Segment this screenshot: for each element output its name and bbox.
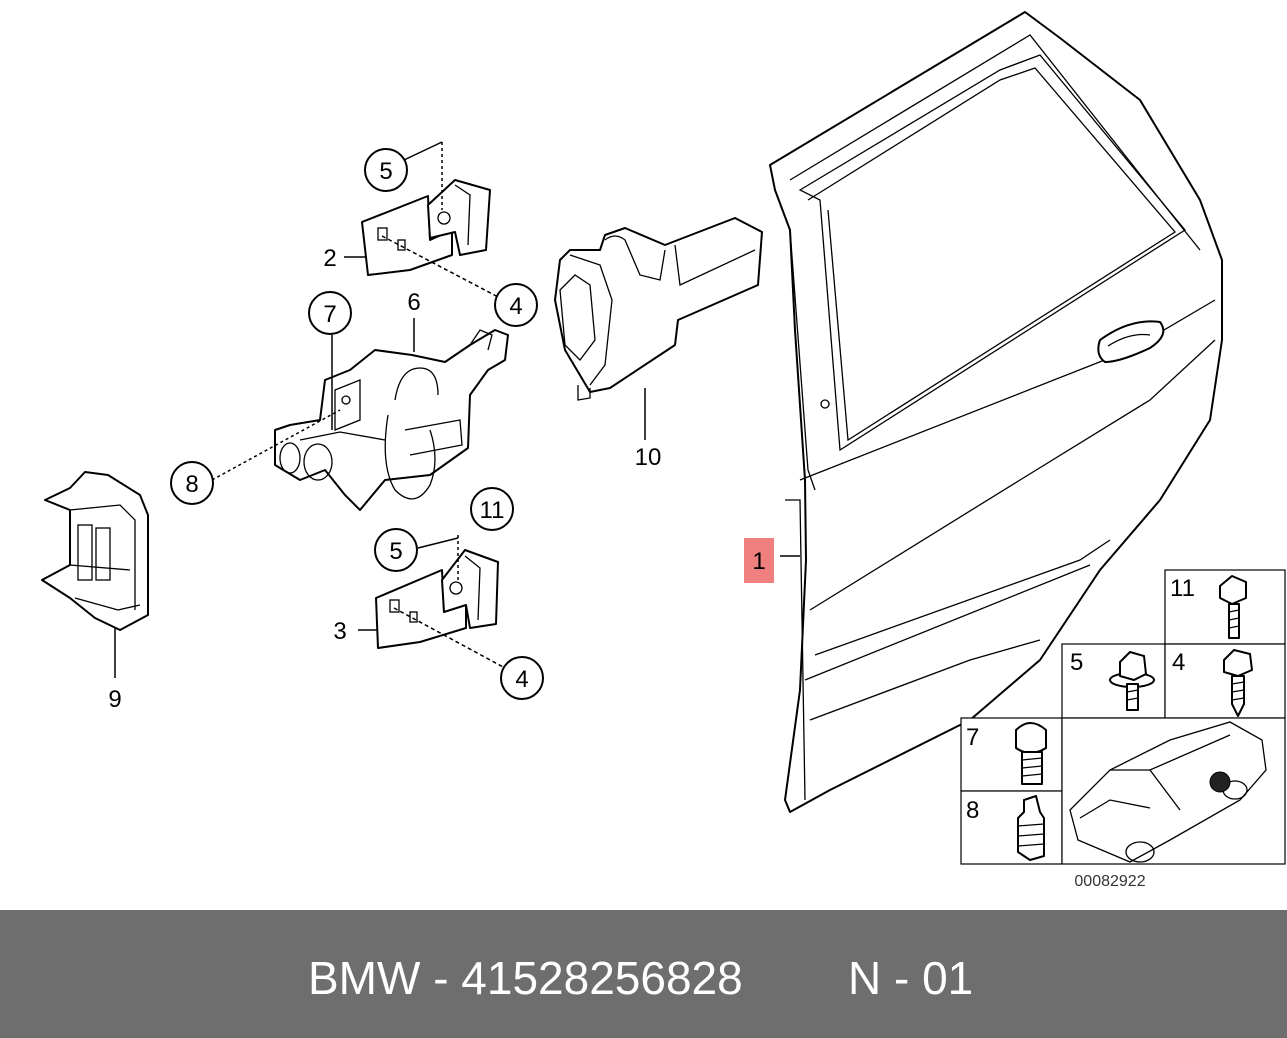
highlight-box: [744, 538, 774, 583]
upper-door-hinge: [361, 179, 491, 276]
svg-text:7: 7: [966, 724, 979, 751]
drawing-number: 00082922: [1074, 873, 1145, 890]
svg-text:1: 1: [752, 548, 765, 575]
svg-text:3: 3: [333, 618, 346, 645]
callout-8: 8: [170, 461, 214, 505]
callout-2: 2: [323, 245, 336, 272]
footer-bar: BMW - 41528256828 N - 01: [0, 910, 1287, 1038]
svg-text:6: 6: [407, 289, 420, 316]
callout-3: 3: [333, 618, 346, 645]
svg-text:7: 7: [323, 301, 336, 328]
callout-4-lower: 4: [500, 656, 544, 700]
fastener-table: 11 5 4 7 8: [960, 569, 1286, 890]
svg-text:8: 8: [966, 797, 979, 824]
svg-text:11: 11: [1170, 575, 1195, 602]
bolt-5-icon: [1109, 651, 1155, 711]
screw-4-icon: [1223, 649, 1253, 717]
callout-11: 11: [470, 487, 514, 531]
callout-7: 7: [308, 291, 352, 335]
svg-text:4: 4: [515, 666, 528, 693]
svg-text:11: 11: [480, 497, 505, 524]
callout-5-upper: 5: [364, 148, 408, 192]
svg-text:8: 8: [185, 471, 198, 498]
callout-10: 10: [635, 444, 662, 471]
bolt-11-icon: [1219, 575, 1247, 639]
bolt-7-icon: [1015, 722, 1047, 785]
svg-text:10: 10: [635, 444, 662, 471]
svg-text:9: 9: [108, 686, 121, 713]
svg-text:4: 4: [509, 293, 522, 320]
svg-text:5: 5: [389, 538, 402, 565]
clip-8-icon: [1017, 795, 1045, 861]
hinge-spring-assembly: [274, 329, 509, 511]
door-seal-buffer: [41, 471, 149, 631]
svg-text:2: 2: [323, 245, 336, 272]
variant-code-text: N - 01: [848, 952, 974, 1004]
parts-diagram: 5 2 4 7 6 8 11 5 3 4 9 10 1: [41, 11, 1286, 890]
lower-door-hinge: [375, 549, 499, 649]
callout-1-highlighted: 1: [744, 538, 774, 583]
car-location-icon: [1069, 721, 1267, 863]
callout-5-lower: 5: [374, 528, 418, 572]
svg-text:4: 4: [1172, 649, 1185, 676]
callout-6: 6: [407, 289, 420, 316]
door-check-arm: [554, 217, 763, 401]
callout-9: 9: [108, 686, 121, 713]
svg-text:5: 5: [379, 158, 392, 185]
svg-text:5: 5: [1070, 649, 1083, 676]
part-number-text: BMW - 41528256828: [308, 952, 743, 1004]
rear-door-panel: [769, 11, 1223, 813]
callout-4-upper: 4: [494, 283, 538, 327]
leader-lines: [114, 141, 800, 678]
